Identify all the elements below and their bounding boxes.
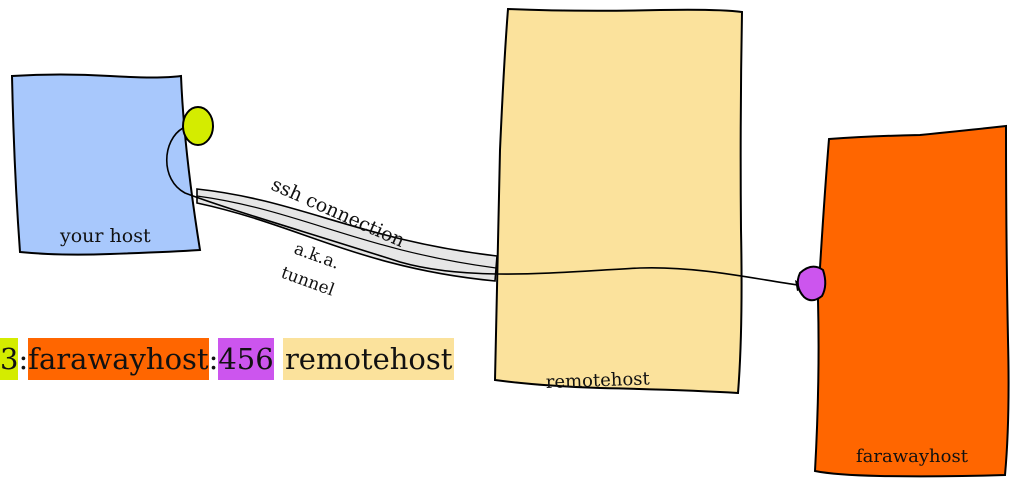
your-host-label: your host <box>59 225 151 247</box>
your-host-box <box>10 73 202 256</box>
forwarding-line <box>165 127 799 286</box>
ssh-command-line: 3 : farawayhost : 456 remotehost <box>0 338 455 380</box>
remote-port-segment: 456 <box>218 338 274 380</box>
local-port-fragment: 3 <box>0 338 19 380</box>
remotehost-label: remotehost <box>545 368 650 393</box>
remote-host-segment: remotehost <box>282 338 455 380</box>
ssh-tunnel-tube-inner <box>196 195 497 269</box>
remotehost-box <box>493 7 744 395</box>
local-port-marker <box>182 106 214 146</box>
command-separator: : <box>18 342 29 376</box>
command-space <box>274 338 283 380</box>
remote-port-marker <box>796 265 827 302</box>
command-separator: : <box>208 342 219 376</box>
farawayhost-label: farawayhost <box>856 446 969 467</box>
faraway-host-segment: farawayhost <box>28 338 209 380</box>
farawayhost-box <box>813 124 1010 478</box>
